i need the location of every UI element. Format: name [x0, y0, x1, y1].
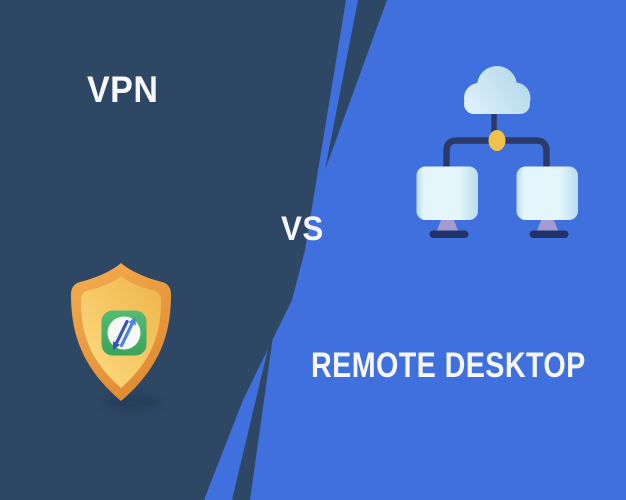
monitor-right-screen: [516, 166, 578, 220]
monitor-right-icon: [516, 166, 578, 238]
monitor-left-stand: [436, 219, 459, 232]
vpn-title: VPN: [87, 69, 159, 110]
network-hub-node: [488, 130, 506, 151]
vpn-shield-icon: [71, 263, 171, 411]
left-panel-background: [0, 0, 346, 500]
monitor-left-icon: [416, 166, 478, 238]
monitor-right-base: [529, 230, 569, 238]
cloud-icon: [464, 66, 531, 114]
monitor-right-stand: [536, 219, 559, 232]
monitor-left-base: [429, 230, 469, 238]
shield-shadow: [105, 395, 159, 411]
remote-desktop-title: REMOTE DESKTOP: [311, 346, 586, 385]
remote-desktop-network-icon: [416, 66, 578, 238]
data-transfer-arrows-icon: [112, 317, 136, 351]
divider-shard-bottom: [232, 315, 276, 500]
divider-shard-top: [325, 0, 387, 170]
versus-label: VS: [281, 210, 324, 248]
monitor-left-screen: [416, 166, 478, 220]
